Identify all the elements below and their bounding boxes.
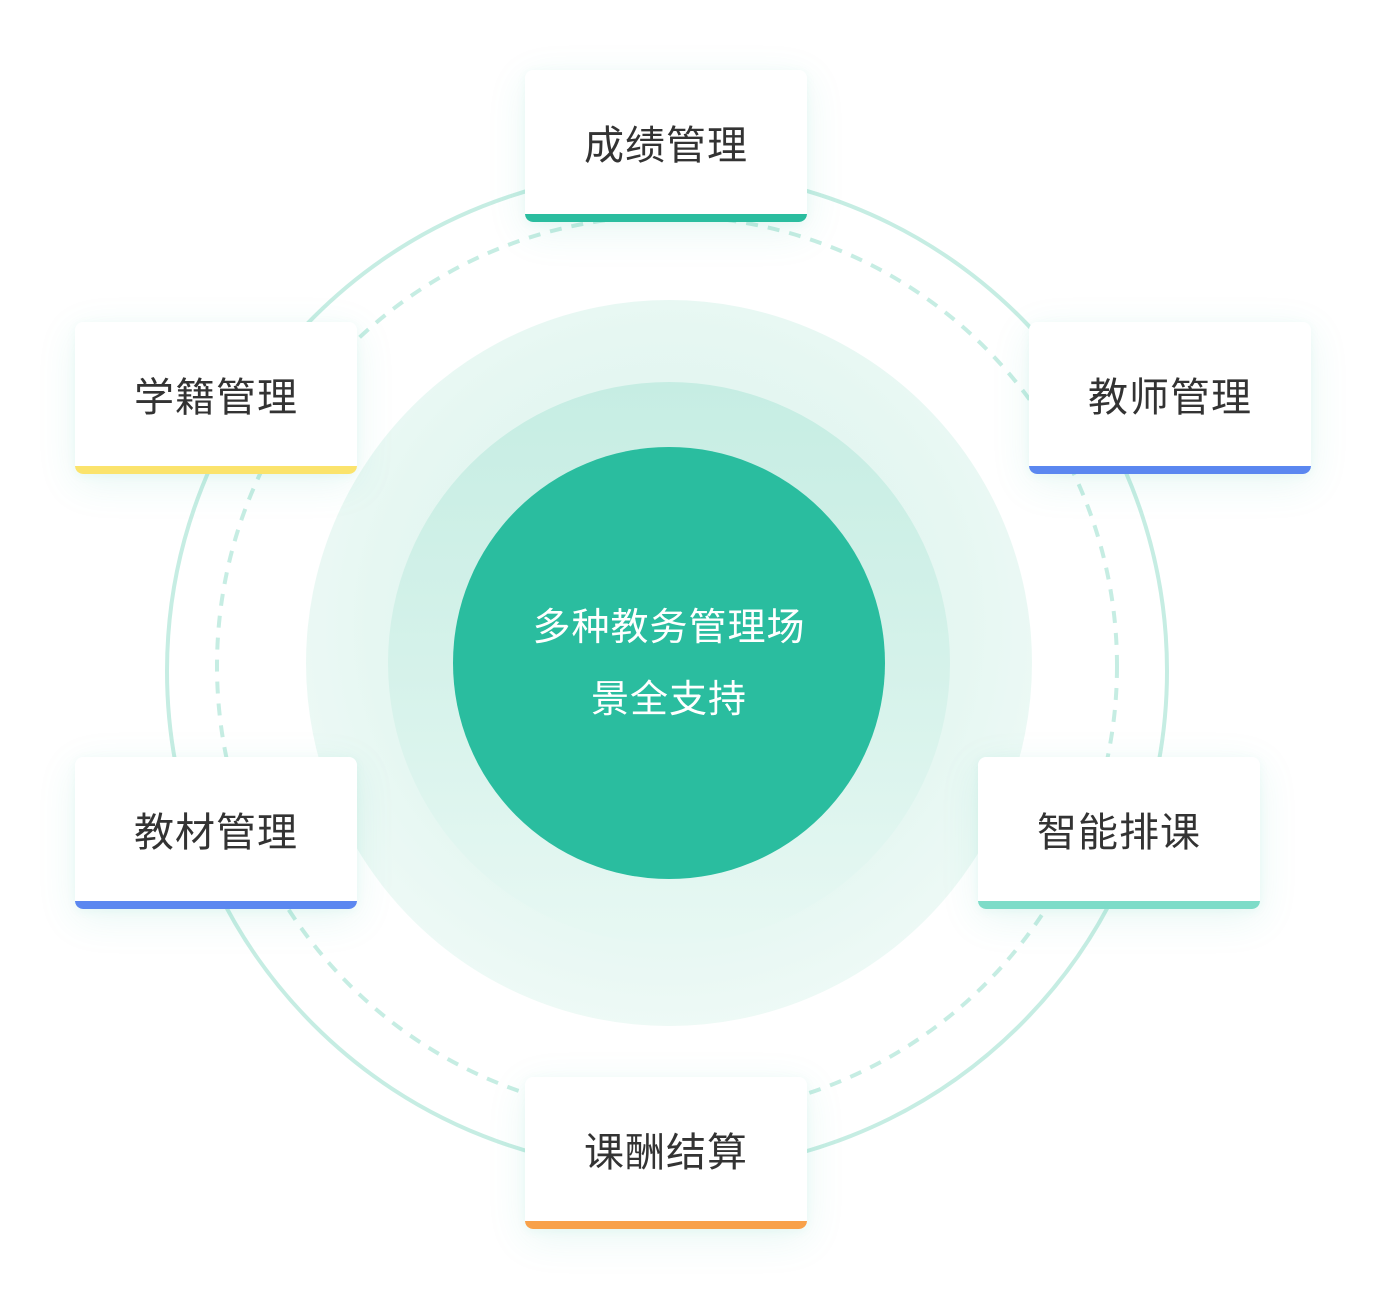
card-label-grades: 成绩管理 xyxy=(584,123,748,169)
card-label-student: 学籍管理 xyxy=(134,375,298,421)
card-label-salary: 课酬结算 xyxy=(584,1130,748,1176)
card-schedule[interactable]: 智能排课 xyxy=(978,757,1260,909)
center-circle: 多种教务管理场景全支持 xyxy=(453,447,885,879)
card-accent-bar-textbook xyxy=(75,901,357,909)
card-label-textbook: 教材管理 xyxy=(134,810,298,856)
card-student[interactable]: 学籍管理 xyxy=(75,322,357,474)
card-grades[interactable]: 成绩管理 xyxy=(525,70,807,222)
card-label-schedule: 智能排课 xyxy=(1037,810,1201,856)
card-accent-bar-student xyxy=(75,466,357,474)
card-label-teacher: 教师管理 xyxy=(1088,375,1252,421)
card-accent-bar-grades xyxy=(525,214,807,222)
card-teacher[interactable]: 教师管理 xyxy=(1029,322,1311,474)
card-accent-bar-salary xyxy=(525,1221,807,1229)
card-textbook[interactable]: 教材管理 xyxy=(75,757,357,909)
card-salary[interactable]: 课酬结算 xyxy=(525,1077,807,1229)
card-accent-bar-schedule xyxy=(978,901,1260,909)
center-text: 多种教务管理场景全支持 xyxy=(532,605,806,721)
card-accent-bar-teacher xyxy=(1029,466,1311,474)
